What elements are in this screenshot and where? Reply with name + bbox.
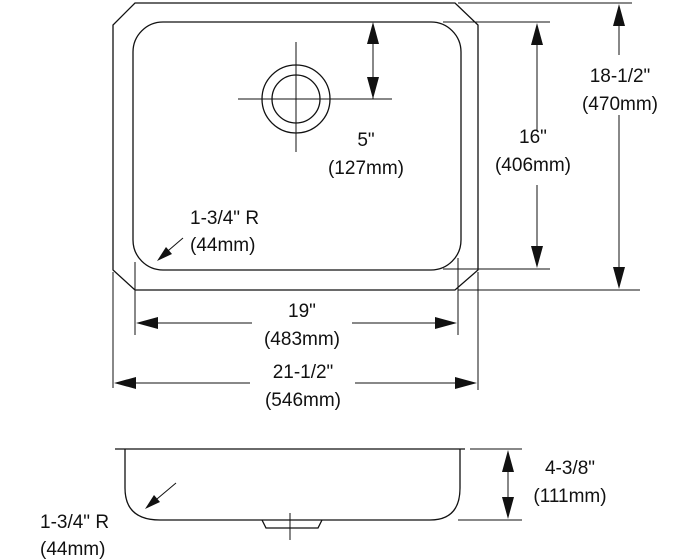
corner-radius-leader-side [145,482,177,509]
drain-offset-dimension [367,22,379,99]
corner-radius-top-imperial: 1-3/4" R [190,208,259,229]
bowl-front-back-imperial: 16" [519,127,547,148]
bowl-outline [132,21,462,271]
overall-front-back-dimension [458,2,640,291]
bowl-width-imperial: 19" [288,301,316,322]
sink-rim-outline [112,2,479,291]
side-drain-profile [261,519,323,529]
corner-radius-side-imperial: 1-3/4" R [40,512,109,533]
side-bowl-profile [124,449,461,521]
overall-width-metric: (546mm) [265,390,341,411]
corner-radius-leader-top [157,237,184,261]
bowl-front-back-dimension [443,21,550,270]
top-view: 5" (127mm) 16" (406mm) 18-1/2" (470mm) [112,2,658,411]
overall-width-imperial: 21-1/2" [273,362,334,383]
overall-front-back-imperial: 18-1/2" [590,66,651,87]
corner-radius-side-metric: (44mm) [40,539,105,560]
bowl-front-back-metric: (406mm) [495,155,571,176]
bowl-depth-imperial: 4-3/8" [545,458,595,479]
bowl-width-dimension [136,317,457,329]
bowl-depth-metric: (111mm) [533,486,606,507]
overall-width-dimension [114,377,477,389]
drain-offset-metric: (127mm) [328,158,404,179]
side-view: 1-3/4" R (44mm) 4-3/8" (111mm) [40,448,607,560]
drain-offset-imperial: 5" [357,130,374,151]
drain [238,42,392,152]
bowl-width-metric: (483mm) [264,329,340,350]
corner-radius-top-metric: (44mm) [190,235,255,256]
bowl-depth-dimension [458,448,522,521]
overall-front-back-metric: (470mm) [582,94,658,115]
